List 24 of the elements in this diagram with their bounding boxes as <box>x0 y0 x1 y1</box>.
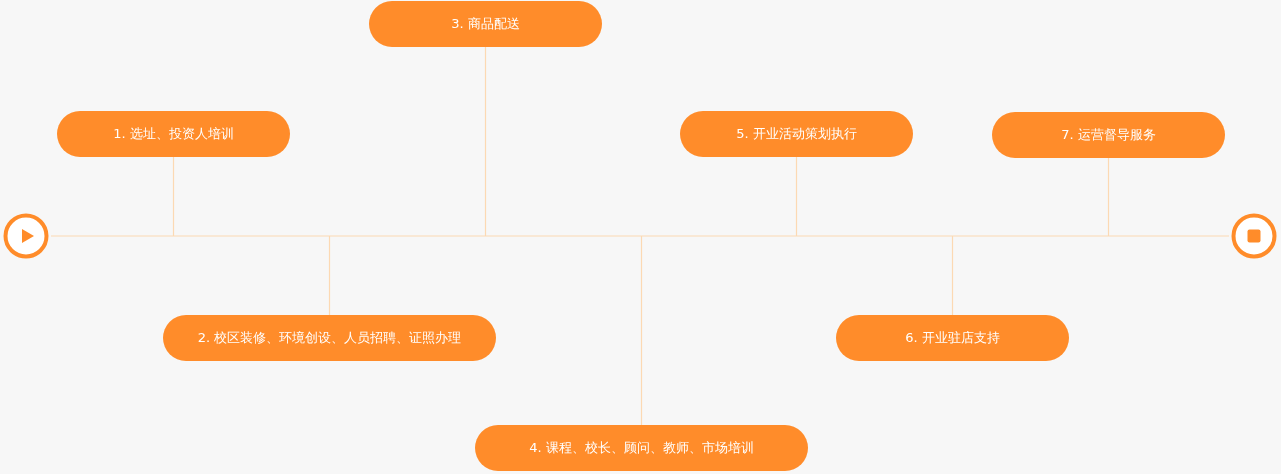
timeline-line <box>50 235 1230 237</box>
leader-line <box>795 156 798 237</box>
play-icon <box>3 213 49 259</box>
leader-line <box>951 235 954 316</box>
step-label: 6. 开业驻店支持 <box>905 329 1000 347</box>
step-pill <box>163 315 496 361</box>
step-pill <box>475 425 808 471</box>
step-pill <box>369 1 602 47</box>
step-label: 7. 运营督导服务 <box>1061 126 1156 144</box>
step-pill <box>992 112 1225 158</box>
step-label: 3. 商品配送 <box>451 15 520 33</box>
step-pill <box>836 315 1069 361</box>
step-pill <box>680 111 913 157</box>
step-pill <box>57 111 290 157</box>
stop-icon <box>1231 213 1277 259</box>
step-label: 5. 开业活动策划执行 <box>736 125 857 143</box>
leader-line <box>640 235 643 426</box>
step-label: 4. 课程、校长、顾问、教师、市场培训 <box>529 439 754 457</box>
step-label: 1. 选址、投资人培训 <box>113 125 234 143</box>
step-label: 2. 校区装修、环境创设、人员招聘、证照办理 <box>197 329 462 347</box>
leader-line <box>328 235 331 316</box>
leader-line <box>172 156 175 237</box>
leader-line <box>1107 157 1110 237</box>
leader-line <box>484 46 487 237</box>
